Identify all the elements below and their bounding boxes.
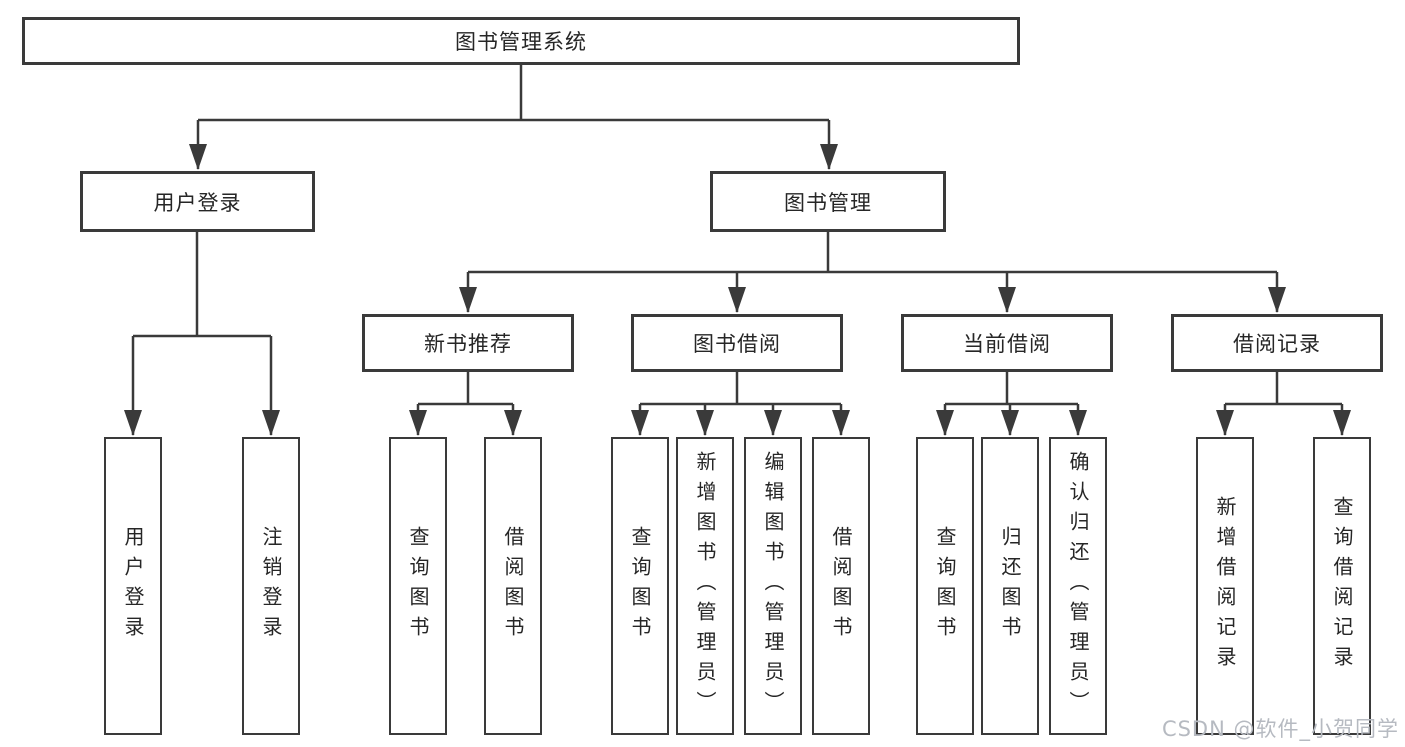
- connector-new-book-to-leaves: [409, 372, 522, 436]
- leaf-label: 注销登录: [259, 526, 283, 646]
- node-user-login: 用户登录: [80, 171, 315, 232]
- connector-user-login-to-leaves: [124, 232, 280, 436]
- leaf-label: 查询图书: [628, 526, 652, 646]
- node-label: 用户登录: [153, 190, 242, 215]
- connector-book-borrow-to-leaves: [631, 372, 850, 436]
- connector-root-to-branches: [189, 65, 838, 170]
- node-new-book-recommend: 新书推荐: [362, 314, 574, 372]
- leaf-label: 借阅图书: [829, 526, 853, 646]
- leaf-label: 借阅图书: [501, 526, 525, 646]
- leaf-query-borrow-record: 查询借阅记录: [1313, 437, 1371, 735]
- node-label: 当前借阅: [963, 332, 1051, 356]
- leaf-label: 新增借阅记录: [1213, 496, 1237, 676]
- leaf-label: 用户登录: [121, 526, 145, 646]
- leaf-logout: 注销登录: [242, 437, 300, 735]
- leaf-borrow-books-recommend: 借阅图书: [484, 437, 542, 735]
- leaf-borrow-books: 借阅图书: [812, 437, 870, 735]
- leaf-label: 确认归还（管理员）: [1066, 451, 1090, 721]
- leaf-query-books-borrow: 查询图书: [611, 437, 669, 735]
- leaf-label: 新增图书（管理员）: [693, 451, 717, 721]
- leaf-label: 编辑图书（管理员）: [761, 451, 785, 721]
- node-label: 图书借阅: [693, 332, 781, 356]
- node-current-borrow: 当前借阅: [901, 314, 1113, 372]
- node-label: 借阅记录: [1233, 332, 1321, 356]
- node-label: 图书管理系统: [455, 30, 587, 54]
- node-book-management: 图书管理: [710, 171, 946, 232]
- connector-book-management-to-groups: [459, 232, 1286, 313]
- leaf-query-books-recommend: 查询图书: [389, 437, 447, 735]
- leaf-edit-book-admin: 编辑图书（管理员）: [744, 437, 802, 735]
- connector-borrow-records-to-leaves: [1216, 372, 1351, 436]
- leaf-label: 归还图书: [998, 526, 1022, 646]
- leaf-add-borrow-record: 新增借阅记录: [1196, 437, 1254, 735]
- node-book-borrow: 图书借阅: [631, 314, 843, 372]
- leaf-return-book: 归还图书: [981, 437, 1039, 735]
- leaf-query-books-current: 查询图书: [916, 437, 974, 735]
- node-borrow-records: 借阅记录: [1171, 314, 1383, 372]
- node-label: 图书管理: [784, 190, 872, 215]
- connector-current-borrow-to-leaves: [936, 372, 1087, 436]
- leaf-label: 查询图书: [933, 526, 957, 646]
- leaf-user-login: 用户登录: [104, 437, 162, 735]
- leaf-add-book-admin: 新增图书（管理员）: [676, 437, 734, 735]
- leaf-label: 查询图书: [406, 526, 430, 646]
- leaf-confirm-return-admin: 确认归还（管理员）: [1049, 437, 1107, 735]
- csdn-watermark: CSDN @软件_小贺同学: [1161, 717, 1399, 741]
- leaf-label: 查询借阅记录: [1330, 496, 1354, 676]
- node-library-management-system: 图书管理系统: [22, 17, 1020, 65]
- node-label: 新书推荐: [424, 332, 512, 356]
